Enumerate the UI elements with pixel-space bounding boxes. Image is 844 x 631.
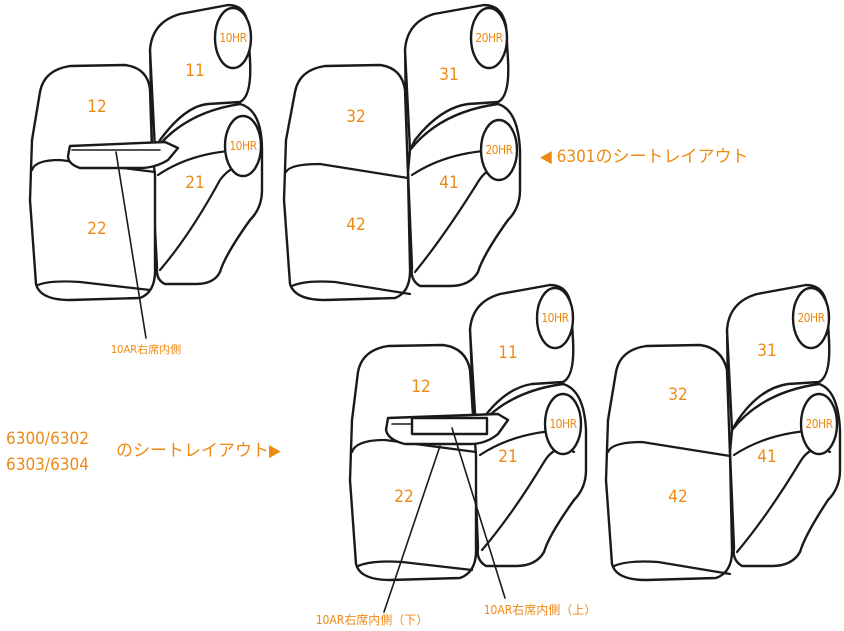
seat-label-31: 31 xyxy=(757,341,776,361)
seat-label-41: 41 xyxy=(439,173,458,193)
seat-label-22: 22 xyxy=(394,487,413,507)
seat-label-32: 32 xyxy=(346,107,365,127)
headrest-label-mid: 20HR xyxy=(485,143,513,157)
seat-label-42: 42 xyxy=(668,487,687,507)
seat-unit-6301-front xyxy=(28,3,264,339)
model-number-line1: 6300/6302 xyxy=(6,429,89,449)
seat-unit-6301-rear xyxy=(282,3,522,302)
headrest-label-mid: 10HR xyxy=(229,139,257,153)
armrest-lower-label: 10AR右席内側（下） xyxy=(316,612,429,627)
headrest-label-mid: 20HR xyxy=(805,417,833,431)
layout-caption-6300: のシートレイアウト▶ xyxy=(116,441,281,461)
layout-caption-6301: ◀ 6301のシートレイアウト xyxy=(540,147,749,167)
headrest-label-top: 20HR xyxy=(797,311,825,325)
seat-label-31: 31 xyxy=(439,65,458,85)
seat-label-12: 12 xyxy=(87,97,106,117)
headrest-label-top: 20HR xyxy=(475,31,503,45)
seat-label-11: 11 xyxy=(498,343,517,363)
seat-label-22: 22 xyxy=(87,219,106,239)
headrest-label-top: 10HR xyxy=(541,311,569,325)
seat-unit-6300-rear xyxy=(604,283,842,582)
armrest-upper-label: 10AR右席内側（上） xyxy=(484,602,597,617)
seat-label-41: 41 xyxy=(757,447,776,467)
seat-label-21: 21 xyxy=(498,447,517,467)
seat-label-11: 11 xyxy=(185,61,204,81)
seat-label-21: 21 xyxy=(185,173,204,193)
seat-label-12: 12 xyxy=(411,377,430,397)
seat-label-32: 32 xyxy=(668,385,687,405)
seat-label-42: 42 xyxy=(346,215,365,235)
headrest-label-top: 10HR xyxy=(219,31,247,45)
headrest-label-mid: 10HR xyxy=(549,417,577,431)
armrest-label: 10AR右席内側 xyxy=(111,342,181,356)
seat-unit-6300-front xyxy=(348,283,588,613)
model-number-line2: 6303/6304 xyxy=(6,455,89,475)
